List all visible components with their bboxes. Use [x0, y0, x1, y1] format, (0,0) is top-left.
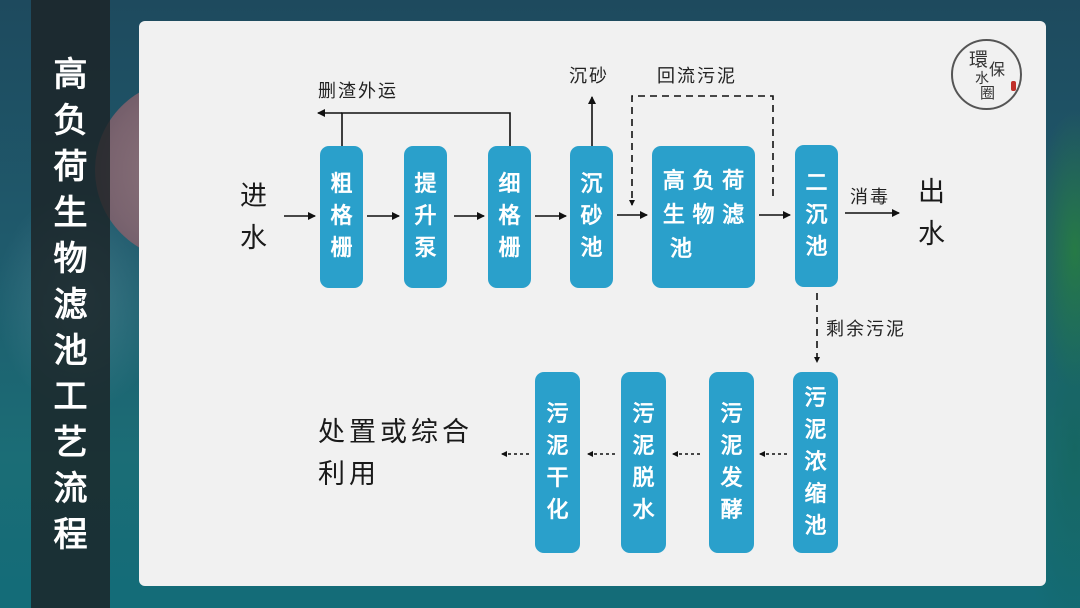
- title-band: 高 负 荷 生 物 滤 池 工 艺 流 程: [31, 0, 110, 608]
- title-char: 荷: [53, 147, 88, 187]
- process-box-sludge-drying[interactable]: 污 泥 干 化: [535, 372, 580, 553]
- process-box-coarse-screen[interactable]: 粗 格 栅: [320, 146, 363, 288]
- process-box-fine-screen[interactable]: 细 格 栅: [488, 146, 531, 288]
- title-char: 工: [53, 377, 88, 417]
- screenings-label: 删渣外运: [318, 81, 398, 102]
- process-box-grit-chamber[interactable]: 沉 砂 池: [570, 146, 613, 288]
- title-char: 流: [53, 469, 88, 509]
- grit-label: 沉砂: [569, 66, 609, 87]
- logo-char: 保: [989, 60, 1006, 79]
- title-char: 艺: [53, 423, 88, 463]
- title-char: 负: [53, 101, 88, 141]
- diagram-card: [139, 21, 1046, 586]
- inlet-label: 进 水: [240, 181, 267, 254]
- title-char: 池: [53, 331, 88, 371]
- disinfection-label: 消毒: [850, 187, 890, 208]
- return-sludge-label: 回流污泥: [657, 66, 737, 87]
- outlet-label: 出 水: [918, 177, 945, 250]
- disposal-label: 处置或综合 利用: [318, 417, 473, 490]
- logo-char: 水: [975, 71, 989, 87]
- logo-char: 環: [969, 49, 989, 71]
- process-box-sludge-fermentation[interactable]: 污 泥 发 酵: [709, 372, 754, 553]
- process-box-secondary-clarifier[interactable]: 二 沉 池: [795, 145, 838, 287]
- title-char: 高: [53, 55, 88, 95]
- title-char: 程: [53, 515, 88, 555]
- box-text-row: 高 负 荷: [662, 169, 745, 194]
- title-char: 生: [53, 193, 88, 233]
- box-text-row: 池: [669, 237, 692, 262]
- title-char: 物: [53, 239, 88, 279]
- box-text-row: 生 物 滤: [662, 203, 745, 228]
- process-box-sludge-dewatering[interactable]: 污 泥 脱 水: [621, 372, 666, 553]
- process-box-lift-pump[interactable]: 提 升 泵: [404, 146, 447, 288]
- logo-stamp: 環 保 水 圈: [951, 39, 1022, 110]
- logo-char: 圈: [980, 84, 996, 102]
- process-box-sludge-thickener[interactable]: 污 泥 浓 缩 池: [793, 372, 838, 553]
- seal-mark-icon: [1011, 81, 1016, 91]
- process-box-high-load-biofilter[interactable]: 高 负 荷 生 物 滤 池: [652, 146, 755, 288]
- excess-sludge-label: 剩余污泥: [826, 319, 906, 340]
- title-char: 滤: [53, 285, 88, 325]
